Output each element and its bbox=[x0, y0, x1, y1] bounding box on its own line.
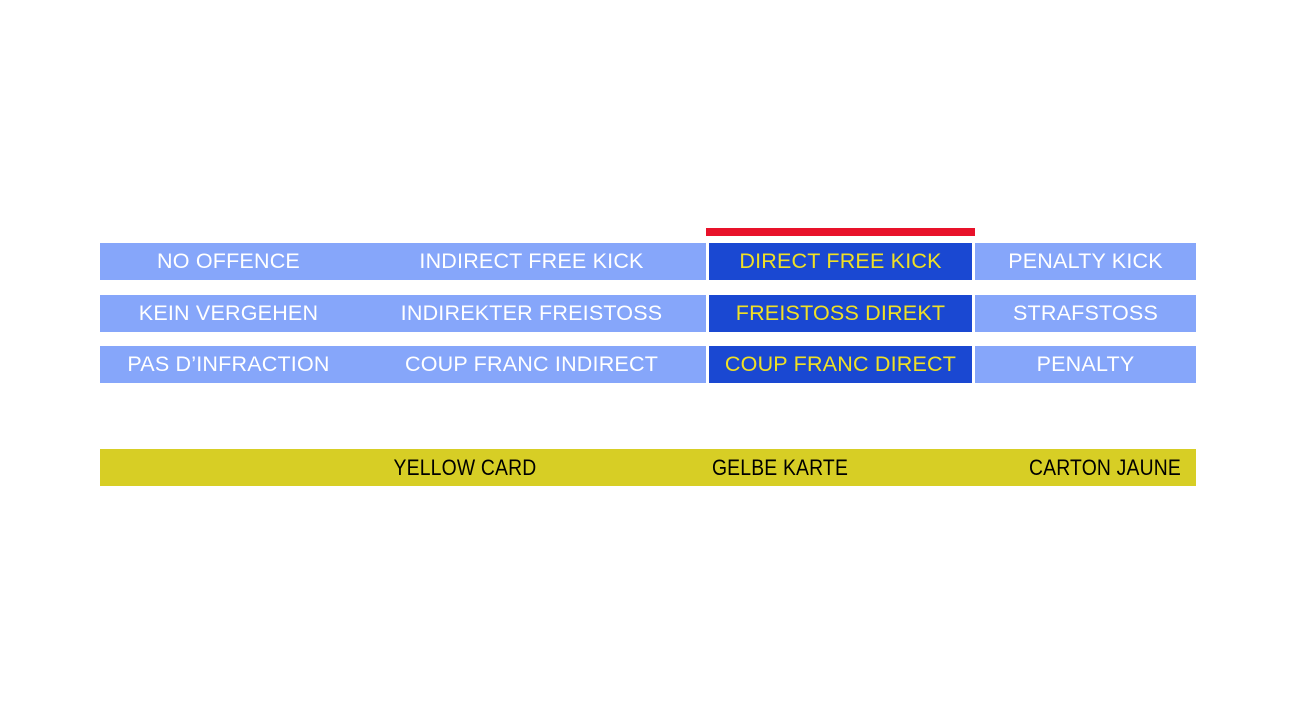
yellow-card-bar[interactable]: YELLOW CARD GELBE KARTE CARTON JAUNE bbox=[100, 449, 1196, 486]
yellow-card-label-fr: CARTON JAUNE bbox=[1028, 454, 1181, 480]
cell-direct-free-kick-fr[interactable]: COUP FRANC DIRECT bbox=[709, 346, 972, 383]
yellow-card-label-de: GELBE KARTE bbox=[711, 454, 849, 480]
cell-penalty-kick-fr[interactable]: PENALTY bbox=[975, 346, 1196, 383]
red-accent-bar bbox=[706, 228, 975, 236]
cell-no-offence-de[interactable]: KEIN VERGEHEN bbox=[100, 295, 357, 332]
cell-indirect-free-kick-de[interactable]: INDIREKTER FREISTOSS bbox=[357, 295, 706, 332]
cell-direct-free-kick-en[interactable]: DIRECT FREE KICK bbox=[709, 243, 972, 280]
cell-penalty-kick-de[interactable]: STRAFSTOSS bbox=[975, 295, 1196, 332]
matrix-row-english: NO OFFENCE INDIRECT FREE KICK DIRECT FRE… bbox=[100, 243, 1196, 280]
cell-no-offence-fr[interactable]: PAS D’INFRACTION bbox=[100, 346, 357, 383]
yellow-card-label-en: YELLOW CARD bbox=[393, 454, 537, 480]
cell-penalty-kick-en[interactable]: PENALTY KICK bbox=[975, 243, 1196, 280]
matrix-row-german: KEIN VERGEHEN INDIREKTER FREISTOSS FREIS… bbox=[100, 295, 1196, 332]
cell-direct-free-kick-de[interactable]: FREISTOSS DIREKT bbox=[709, 295, 972, 332]
cell-indirect-free-kick-en[interactable]: INDIRECT FREE KICK bbox=[357, 243, 706, 280]
cell-no-offence-en[interactable]: NO OFFENCE bbox=[100, 243, 357, 280]
matrix-row-french: PAS D’INFRACTION COUP FRANC INDIRECT COU… bbox=[100, 346, 1196, 383]
cell-indirect-free-kick-fr[interactable]: COUP FRANC INDIRECT bbox=[357, 346, 706, 383]
